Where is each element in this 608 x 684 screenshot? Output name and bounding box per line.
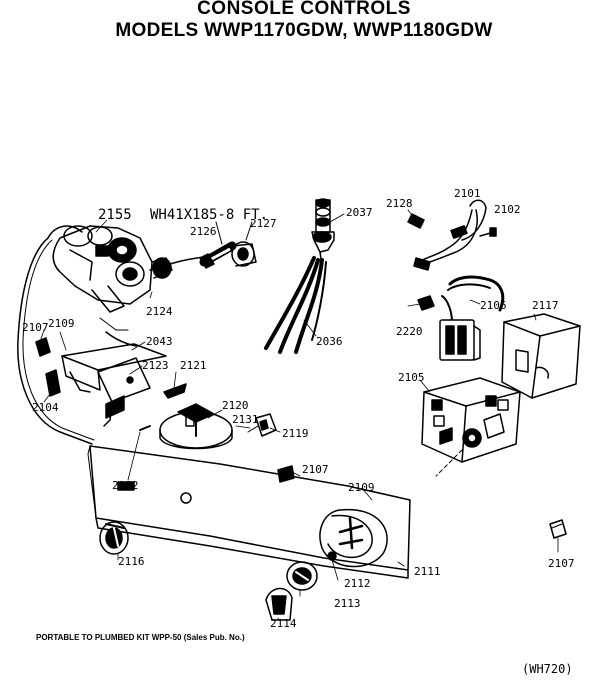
label-2131: 2131: [232, 413, 259, 426]
label-2120: 2120: [222, 399, 249, 412]
fill-hose-fitting: [199, 241, 257, 269]
label-2124: 2124: [146, 305, 173, 318]
diagram-subtitle: MODELS WWP1170GDW, WWP1180GDW: [115, 20, 493, 41]
label-2102: 2102: [494, 203, 521, 216]
label-2105: 2105: [398, 371, 425, 384]
knob-2114: [265, 587, 293, 621]
label-2104: 2104: [32, 401, 59, 414]
label-2101: 2101: [454, 187, 481, 200]
label-2106: 2106: [480, 299, 507, 312]
label-2043: 2043: [146, 335, 173, 348]
label-2122: 2122: [112, 479, 139, 492]
clip-2121: [163, 383, 187, 399]
pressure-switch-2120: [139, 403, 233, 450]
connector-2107-right: [549, 519, 567, 539]
pressure-tube-assembly: [264, 198, 345, 354]
label-2128: 2128: [386, 197, 413, 210]
wire-harness-long: [17, 237, 93, 445]
connector-2107-mid: [277, 465, 295, 483]
label-2117: 2117: [532, 299, 559, 312]
switch-2123: [97, 357, 151, 427]
diagram-code: (WH720): [522, 662, 573, 676]
label-2112: 2112: [344, 577, 371, 590]
console-panel-2111: [87, 445, 411, 579]
label-hose: WH41X185-8 FT.: [150, 207, 269, 223]
label-2121: 2121: [180, 359, 207, 372]
bracket-2043: [35, 317, 167, 397]
label-2037: 2037: [346, 206, 373, 219]
knob-2116: [99, 521, 129, 555]
label-2127: 2127: [250, 217, 277, 230]
label-2111: 2111: [414, 565, 441, 578]
diagram-title: CONSOLE CONTROLS: [197, 0, 411, 19]
harness-2106: [439, 275, 505, 361]
water-valve-assembly: [47, 225, 215, 313]
leader-lines: [39, 209, 559, 621]
label-2113: 2113: [334, 597, 361, 610]
wire-leads: [407, 199, 497, 271]
label-2114: 2114: [270, 617, 297, 630]
label-2109-bottom: 2109: [348, 481, 375, 494]
kit-footnote: PORTABLE TO PLUMBED KIT WPP-50 (Sales Pu…: [36, 633, 245, 642]
label-2107-mid: 2107: [302, 463, 329, 476]
knob-2113: [286, 561, 318, 591]
label-2119: 2119: [282, 427, 309, 440]
label-2036: 2036: [316, 335, 343, 348]
label-2126: 2126: [190, 225, 217, 238]
connector-2220: [417, 295, 435, 311]
label-2123: 2123: [142, 359, 169, 372]
label-2107-right: 2107: [548, 557, 575, 570]
label-2107-left: 2107: [22, 321, 49, 334]
label-2109-top: 2109: [48, 317, 75, 330]
timer-cover-2117: [501, 313, 581, 399]
label-2220: 2220: [396, 325, 423, 338]
label-2155: 2155: [98, 207, 132, 223]
label-2116: 2116: [118, 555, 145, 568]
timer-2105: [421, 377, 521, 477]
